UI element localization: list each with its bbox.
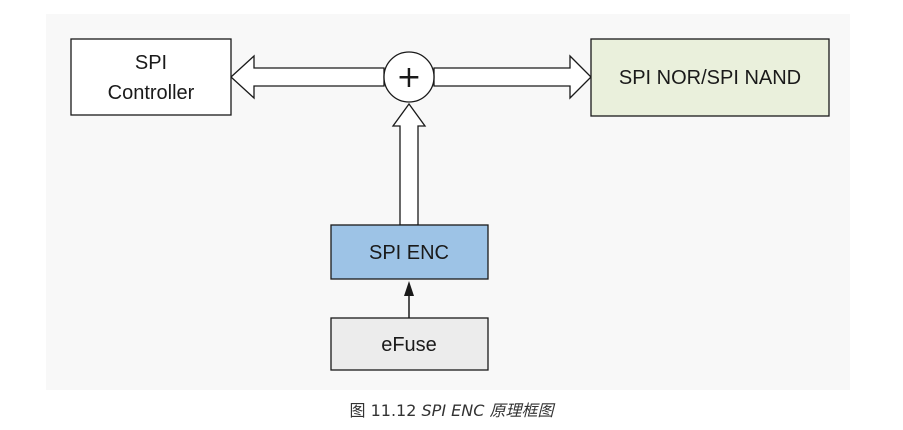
spi-enc-label: SPI ENC (369, 242, 449, 264)
caption-number: 图 11.12 (349, 401, 417, 420)
output-bus-arrow (433, 54, 592, 100)
efuse-label: eFuse (381, 334, 437, 356)
spi-controller-block (70, 38, 232, 116)
caption-title: SPI ENC 原理框图 (421, 401, 554, 420)
efuse-arrow-head (404, 281, 414, 296)
spi-flash-block (590, 38, 830, 117)
spi-controller-label-line2: Controller (108, 82, 195, 104)
spi-controller-label-line1: SPI (135, 52, 167, 74)
efuse-block (330, 317, 489, 371)
xor-plus-symbol: + (396, 60, 421, 95)
spi-enc-block (330, 224, 489, 280)
spi-flash-label: SPI NOR/SPI NAND (619, 67, 801, 89)
bidirectional-bus-arrow (230, 54, 385, 100)
xor-circle (383, 51, 435, 103)
key-bus-arrow (391, 102, 427, 226)
figure-caption: 图 11.12 SPI ENC 原理框图 (0, 397, 903, 421)
